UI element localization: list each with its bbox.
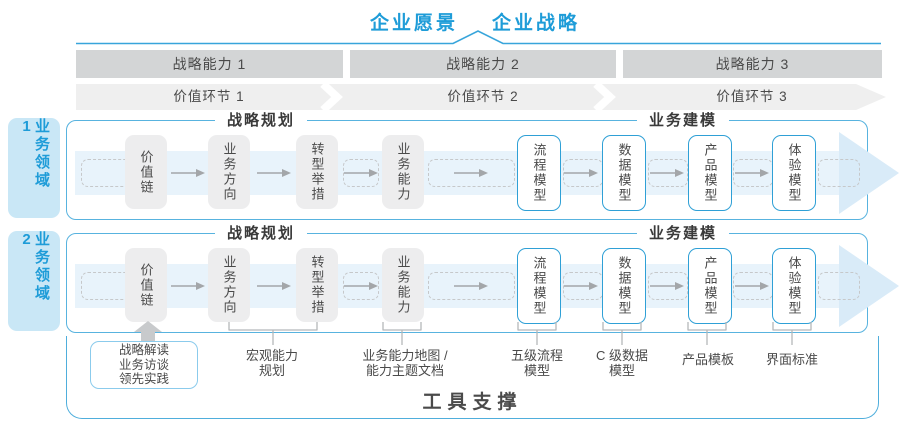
flow-arrow-icon <box>564 169 598 177</box>
business-domain-2-label: 业务领域 2 <box>8 231 60 331</box>
placeholder-slot <box>428 159 515 187</box>
process-model-box: 流程模型 <box>517 135 561 211</box>
data-model-note: C 级数据 模型 <box>595 348 649 378</box>
flow-arrow-icon <box>344 169 378 177</box>
flow-arrowhead-icon <box>839 132 899 214</box>
value-segment-1-label: 价值环节 1 <box>173 89 245 104</box>
brace-connector-icon <box>382 322 422 345</box>
brace-connector-icon <box>602 322 642 345</box>
value-chain-bar: 价值环节 1 价值环节 2 价值环节 3 <box>76 84 886 110</box>
vision-divider-caret-icon <box>76 30 881 45</box>
business-domain-1-label: 业务领域 1 <box>8 118 60 218</box>
flow-arrow-icon <box>257 282 291 290</box>
brace-connector-icon <box>517 322 557 345</box>
data-model-box: 数据模型 <box>602 248 646 324</box>
tool-support-label: 工具支撑 <box>422 392 523 413</box>
ui-standard-note: 界面标准 <box>765 352 819 367</box>
flow-arrow-icon <box>171 169 205 177</box>
business-capability-box: 业务能力 <box>382 248 424 322</box>
experience-model-box: 体验模型 <box>772 135 816 211</box>
flow-arrow-icon <box>564 282 598 290</box>
product-model-box: 产品模型 <box>688 135 732 211</box>
placeholder-slot <box>648 272 688 300</box>
process-model-box: 流程模型 <box>517 248 561 324</box>
tool-support-container: 工具支撑 <box>66 336 879 419</box>
chevron-separator-icon <box>592 84 620 110</box>
business-capability-box: 业务能力 <box>382 135 424 209</box>
value-segment-3-label: 价值环节 3 <box>716 89 788 104</box>
capability-segment-3: 战略能力 3 <box>623 50 882 78</box>
strategy-title: 企业战略 <box>492 13 581 34</box>
flow-arrow-icon <box>257 169 291 177</box>
capability-segment-2: 战略能力 2 <box>350 50 616 78</box>
phase-strategic-planning: 战略规划 <box>214 111 308 131</box>
capability-segment-1-label: 战略能力 1 <box>172 56 247 72</box>
strategy-interpretation-box: 战略解读 业务访谈 领先实践 <box>90 341 198 389</box>
flow-arrow-icon <box>735 169 769 177</box>
value-chain-box: 价值链 <box>125 135 167 209</box>
placeholder-slot <box>343 159 379 187</box>
transformation-initiative-box: 转型举措 <box>296 135 338 209</box>
capability-map-note: 业务能力地图 / 能力主题文档 <box>362 348 448 378</box>
flow-arrowhead-icon <box>839 245 899 327</box>
placeholder-slot <box>648 159 688 187</box>
product-model-box: 产品模型 <box>688 248 732 324</box>
experience-model-box: 体验模型 <box>772 248 816 324</box>
vision-title: 企业愿景 <box>369 13 458 34</box>
value-chain-box: 价值链 <box>125 248 167 322</box>
flow-arrow-icon <box>735 282 769 290</box>
capability-segment-2-label: 战略能力 2 <box>446 56 520 72</box>
flow-arrow-icon <box>454 169 488 177</box>
process-model-note: 五级流程 模型 <box>510 348 564 378</box>
value-segment-2-label: 价值环节 2 <box>447 89 519 104</box>
flow-arrow-icon <box>650 169 684 177</box>
business-direction-box: 业务方向 <box>208 135 250 209</box>
placeholder-slot <box>343 272 379 300</box>
phase-business-modeling: 业务建模 <box>636 224 730 244</box>
page-title: 企业愿景 企业战略 <box>370 8 580 35</box>
business-domain-1-lane: 战略规划 业务建模 价值链 业务方向 转型举措 业务能力 流程模型 数据模型 产… <box>66 111 899 220</box>
macro-capability-note: 宏观能力 规划 <box>245 348 299 378</box>
phase-strategic-planning: 战略规划 <box>214 224 308 244</box>
placeholder-slot <box>428 272 515 300</box>
transformation-initiative-box: 转型举措 <box>296 248 338 322</box>
placeholder-slot <box>818 159 860 187</box>
chevron-separator-icon <box>319 84 347 110</box>
brace-connector-icon <box>687 322 727 345</box>
product-template-note: 产品模板 <box>681 352 735 367</box>
up-arrow-icon <box>141 331 155 342</box>
flow-arrow-icon <box>650 282 684 290</box>
capability-segment-1: 战略能力 1 <box>76 50 343 78</box>
business-domain-2-lane: 战略规划 业务建模 价值链 业务方向 转型举措 业务能力 流程模型 数据模型 产… <box>66 224 899 333</box>
brace-connector-icon <box>772 322 812 345</box>
capability-segment-3-label: 战略能力 3 <box>715 56 790 72</box>
up-arrow-icon <box>134 321 162 332</box>
flow-arrow-icon <box>344 282 378 290</box>
brace-connector-icon <box>228 322 318 345</box>
data-model-box: 数据模型 <box>602 135 646 211</box>
placeholder-slot <box>818 272 860 300</box>
flow-arrow-icon <box>454 282 488 290</box>
phase-business-modeling: 业务建模 <box>636 111 730 131</box>
flow-arrow-icon <box>171 282 205 290</box>
business-direction-box: 业务方向 <box>208 248 250 322</box>
